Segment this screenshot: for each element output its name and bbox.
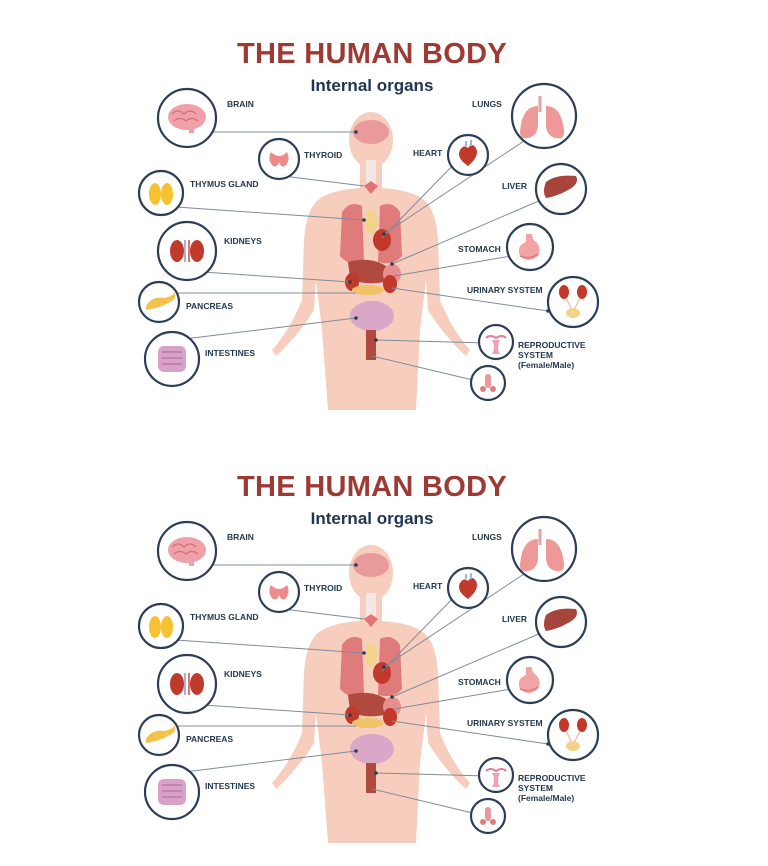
lungs-icon <box>520 96 564 139</box>
body-illustration <box>137 82 600 410</box>
kidneys-circle <box>156 220 218 282</box>
urinary-icon <box>559 285 587 318</box>
intestines-icon <box>158 346 186 372</box>
infographic-panel-1: THE HUMAN BODY Internal organs BRAIN THY… <box>0 0 768 430</box>
label-kidneys: KIDNEYS <box>224 669 262 679</box>
pancreas-icon <box>146 725 176 743</box>
organ-icons <box>146 96 587 392</box>
kidneys-circle <box>156 653 218 715</box>
label-thyroid: THYROID <box>304 150 343 160</box>
body-organs <box>340 553 402 793</box>
intestines-icon <box>158 779 186 805</box>
thymus-icon <box>149 616 173 638</box>
label-thymus: THYMUS GLAND <box>190 179 259 189</box>
brain-icon <box>168 537 206 566</box>
label-reproductive: REPRODUCTIVE SYSTEM (Female/Male) <box>518 773 598 803</box>
pancreas-icon <box>146 292 176 310</box>
label-urinary: URINARY SYSTEM <box>467 285 543 295</box>
label-lungs: LUNGS <box>472 532 502 542</box>
label-heart: HEART <box>413 581 443 591</box>
label-reproductive-line3: (Female/Male) <box>518 793 575 803</box>
infographic-panel-2: THE HUMAN BODY Internal organs BRAIN THY… <box>0 433 768 863</box>
label-reproductive: REPRODUCTIVE SYSTEM (Female/Male) <box>518 340 598 370</box>
brain-icon <box>168 104 206 133</box>
label-stomach: STOMACH <box>458 677 501 687</box>
liver-icon <box>544 608 577 631</box>
label-brain: BRAIN <box>227 99 254 109</box>
label-liver: LIVER <box>502 181 528 191</box>
thymus-icon <box>149 183 173 205</box>
label-pancreas: PANCREAS <box>186 734 234 744</box>
label-urinary: URINARY SYSTEM <box>467 718 543 728</box>
label-thyroid: THYROID <box>304 583 343 593</box>
kidneys-icon <box>170 673 204 695</box>
label-kidneys: KIDNEYS <box>224 236 262 246</box>
urinary-circle <box>546 275 600 329</box>
reproductive-female-icon <box>485 335 507 354</box>
thyroid-icon <box>269 585 289 600</box>
label-pancreas: PANCREAS <box>186 301 234 311</box>
thyroid-icon <box>269 152 289 167</box>
urinary-circle <box>546 708 600 762</box>
kidneys-icon <box>170 240 204 262</box>
label-stomach: STOMACH <box>458 244 501 254</box>
label-reproductive-line1: REPRODUCTIVE <box>518 340 586 350</box>
thymus-circle <box>137 602 185 650</box>
label-lungs: LUNGS <box>472 99 502 109</box>
label-thymus: THYMUS GLAND <box>190 612 259 622</box>
label-heart: HEART <box>413 148 443 158</box>
urinary-icon <box>559 718 587 751</box>
thymus-circle <box>137 169 185 217</box>
reproductive-male-icon <box>480 374 496 392</box>
reproductive-male-icon <box>480 807 496 825</box>
body-illustration <box>137 515 600 843</box>
label-reproductive-line2: SYSTEM <box>518 783 553 793</box>
body-organs <box>340 120 402 360</box>
heart-icon <box>459 573 477 599</box>
label-reproductive-line1: REPRODUCTIVE <box>518 773 586 783</box>
liver-icon <box>544 175 577 198</box>
stomach-icon <box>518 667 540 693</box>
label-liver: LIVER <box>502 614 528 624</box>
connector-lines <box>160 564 549 815</box>
label-intestines: INTESTINES <box>205 781 256 791</box>
diagram-title: THE HUMAN BODY <box>236 471 508 503</box>
organ-icons <box>146 529 587 825</box>
label-intestines: INTESTINES <box>205 348 256 358</box>
diagram-subtitle: Internal organs <box>310 509 434 528</box>
stomach-icon <box>518 234 540 260</box>
label-reproductive-line2: SYSTEM <box>518 350 553 360</box>
label-brain: BRAIN <box>227 532 254 542</box>
reproductive-female-icon <box>485 768 507 787</box>
connector-lines <box>160 131 549 382</box>
diagram-title: THE HUMAN BODY <box>236 38 508 70</box>
diagram-subtitle: Internal organs <box>310 76 434 95</box>
heart-icon <box>459 140 477 166</box>
lungs-icon <box>520 529 564 572</box>
label-reproductive-line3: (Female/Male) <box>518 360 575 370</box>
